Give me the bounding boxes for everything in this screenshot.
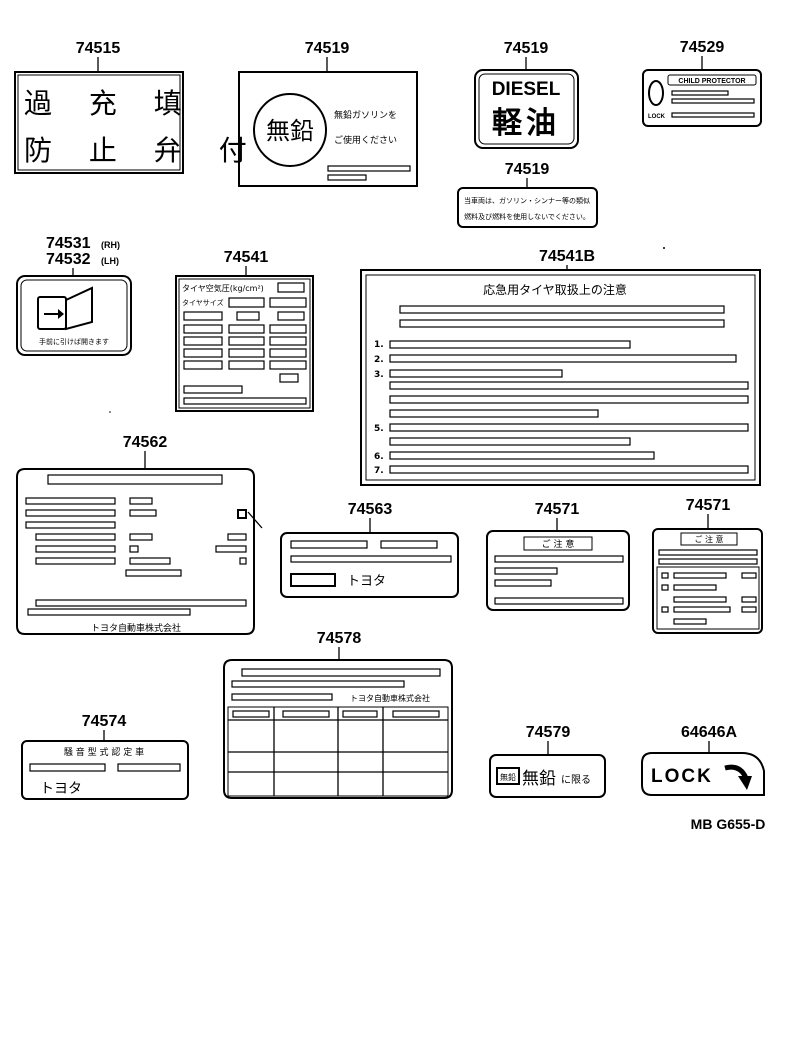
tire-size-label: タイヤサイズ: [182, 298, 224, 307]
diesel-warning-2: 燃料及び燃料を使用しないでください。: [464, 212, 590, 221]
part-number-74571-a: 74571: [535, 501, 580, 518]
part-number-74531-suffix: (RH): [101, 240, 120, 250]
list-number-5: 5.: [374, 424, 384, 434]
part-74519-diesel-warning: 74519 当車両は、ガソリン・シンナー等の類似 燃料及び燃料を使用しないでくだ…: [457, 161, 598, 228]
part-number-74571-b: 74571: [686, 497, 731, 514]
part-number-74574: 74574: [82, 713, 127, 730]
part-number-74519-b: 74519: [504, 40, 549, 57]
part-number-74519-c: 74519: [505, 161, 550, 178]
toyota-corp-text-b: トヨタ自動車株式会社: [350, 693, 430, 703]
part-74531-74532-door-label: 74531 (RH) 74532 (LH) 手前に引けば開きます: [16, 235, 132, 356]
part-number-74532: 74532: [46, 251, 91, 268]
unleaded-note-2: ご使用ください: [334, 134, 397, 146]
part-74579-unleaded-only-label: 74579 無鉛 無鉛 に限る: [489, 724, 606, 798]
diesel-english: DIESEL: [492, 79, 561, 100]
part-number-74515: 74515: [76, 40, 121, 57]
model-code: MB G655-D: [691, 816, 766, 832]
turn-arrow-icon: [724, 764, 752, 790]
part-number-74541b: 74541B: [539, 248, 595, 265]
part-74563-label: 74563 トヨタ: [280, 501, 459, 598]
door-note-text: 手前に引けば開きます: [39, 337, 109, 346]
overfill-line-1: 過 充 填: [24, 87, 196, 120]
toyota-text-74563: トヨタ: [347, 574, 386, 589]
caution-text-a: ご 注 意: [542, 538, 575, 550]
list-number-6: 6.: [374, 452, 384, 462]
part-number-74578: 74578: [317, 630, 362, 647]
child-lock-text: LOCK: [648, 114, 666, 120]
unleaded-note-1: 無鉛ガソリンを: [334, 109, 397, 121]
part-number-74531: 74531: [46, 235, 91, 252]
part-number-74532-suffix: (LH): [101, 256, 119, 266]
door-handle-icon: [37, 286, 93, 331]
part-74571-caution-label-a: 74571 ご 注 意: [486, 501, 630, 611]
part-number-64646a: 64646A: [681, 724, 737, 741]
toyota-corp-text-a: トヨタ自動車株式会社: [91, 622, 181, 634]
part-74519-unleaded-label: 74519 無鉛 無鉛ガソリンを ご使用ください: [238, 40, 418, 187]
list-number-2: 2.: [374, 355, 384, 365]
caution-text-b: ご 注 意: [694, 534, 723, 544]
spare-tire-title: 応急用タイヤ取扱上の注意: [483, 282, 627, 297]
tire-pressure-title: タイヤ空気圧(kg/cm²): [182, 283, 264, 293]
part-number-74579: 74579: [526, 724, 571, 741]
list-number-1: 1.: [374, 340, 384, 350]
part-74578-spec-table-label: 74578 トヨタ自動車株式会社: [223, 630, 453, 799]
part-74562-emission-label: 74562 トヨタ自動車株式会社: [16, 434, 263, 635]
child-protector-text: CHILD PROTECTOR: [678, 78, 745, 85]
toyota-text-74574: トヨタ: [40, 781, 82, 797]
part-number-74562: 74562: [123, 434, 168, 451]
list-number-3: 3.: [374, 370, 384, 380]
part-74574-noise-cert-label: 74574 騒 音 型 式 認 定 車 トヨタ: [21, 713, 189, 800]
unleaded-only-tail-text: に限る: [561, 774, 591, 786]
noise-cert-text: 騒 音 型 式 認 定 車: [64, 746, 144, 758]
unleaded-circle: [253, 93, 327, 167]
unleaded-only-big-text: 無鉛: [522, 769, 556, 789]
unleaded-only-icon-text: 無鉛: [500, 772, 516, 782]
part-74515-overfill-label: 74515 過 充 填 防 止 弁 付: [14, 40, 261, 174]
list-number-7: 7.: [374, 466, 384, 476]
part-74541-tire-pressure-label: 74541 タイヤ空気圧(kg/cm²) タイヤサイズ: [175, 249, 314, 412]
part-74571-caution-label-b: 74571 ご 注 意: [652, 497, 763, 634]
part-64646a-lock-label: 64646A LOCK: [641, 724, 765, 796]
spec-table: [227, 706, 449, 797]
part-74529-child-protector: 74529 CHILD PROTECTOR LOCK: [642, 39, 762, 127]
tire-pressure-grid: [183, 311, 307, 405]
part-number-74529: 74529: [680, 39, 725, 56]
overfill-line-2: 防 止 弁 付: [24, 134, 261, 167]
part-74519-diesel-label: 74519 DIESEL 軽油: [474, 40, 579, 149]
diesel-japanese: 軽油: [492, 106, 560, 141]
diesel-warning-1: 当車両は、ガソリン・シンナー等の類似: [464, 196, 590, 205]
lock-text: LOCK: [651, 766, 713, 787]
part-number-74519-a: 74519: [305, 40, 350, 57]
part-74541b-spare-tire-label: 74541B 応急用タイヤ取扱上の注意 1. 2. 3. 5. 6. 7.: [360, 248, 761, 486]
lock-switch-icon: [648, 80, 664, 106]
part-number-74541: 74541: [224, 249, 269, 266]
unleaded-circle-text: 無鉛: [266, 117, 314, 145]
part-number-74563: 74563: [348, 501, 393, 518]
